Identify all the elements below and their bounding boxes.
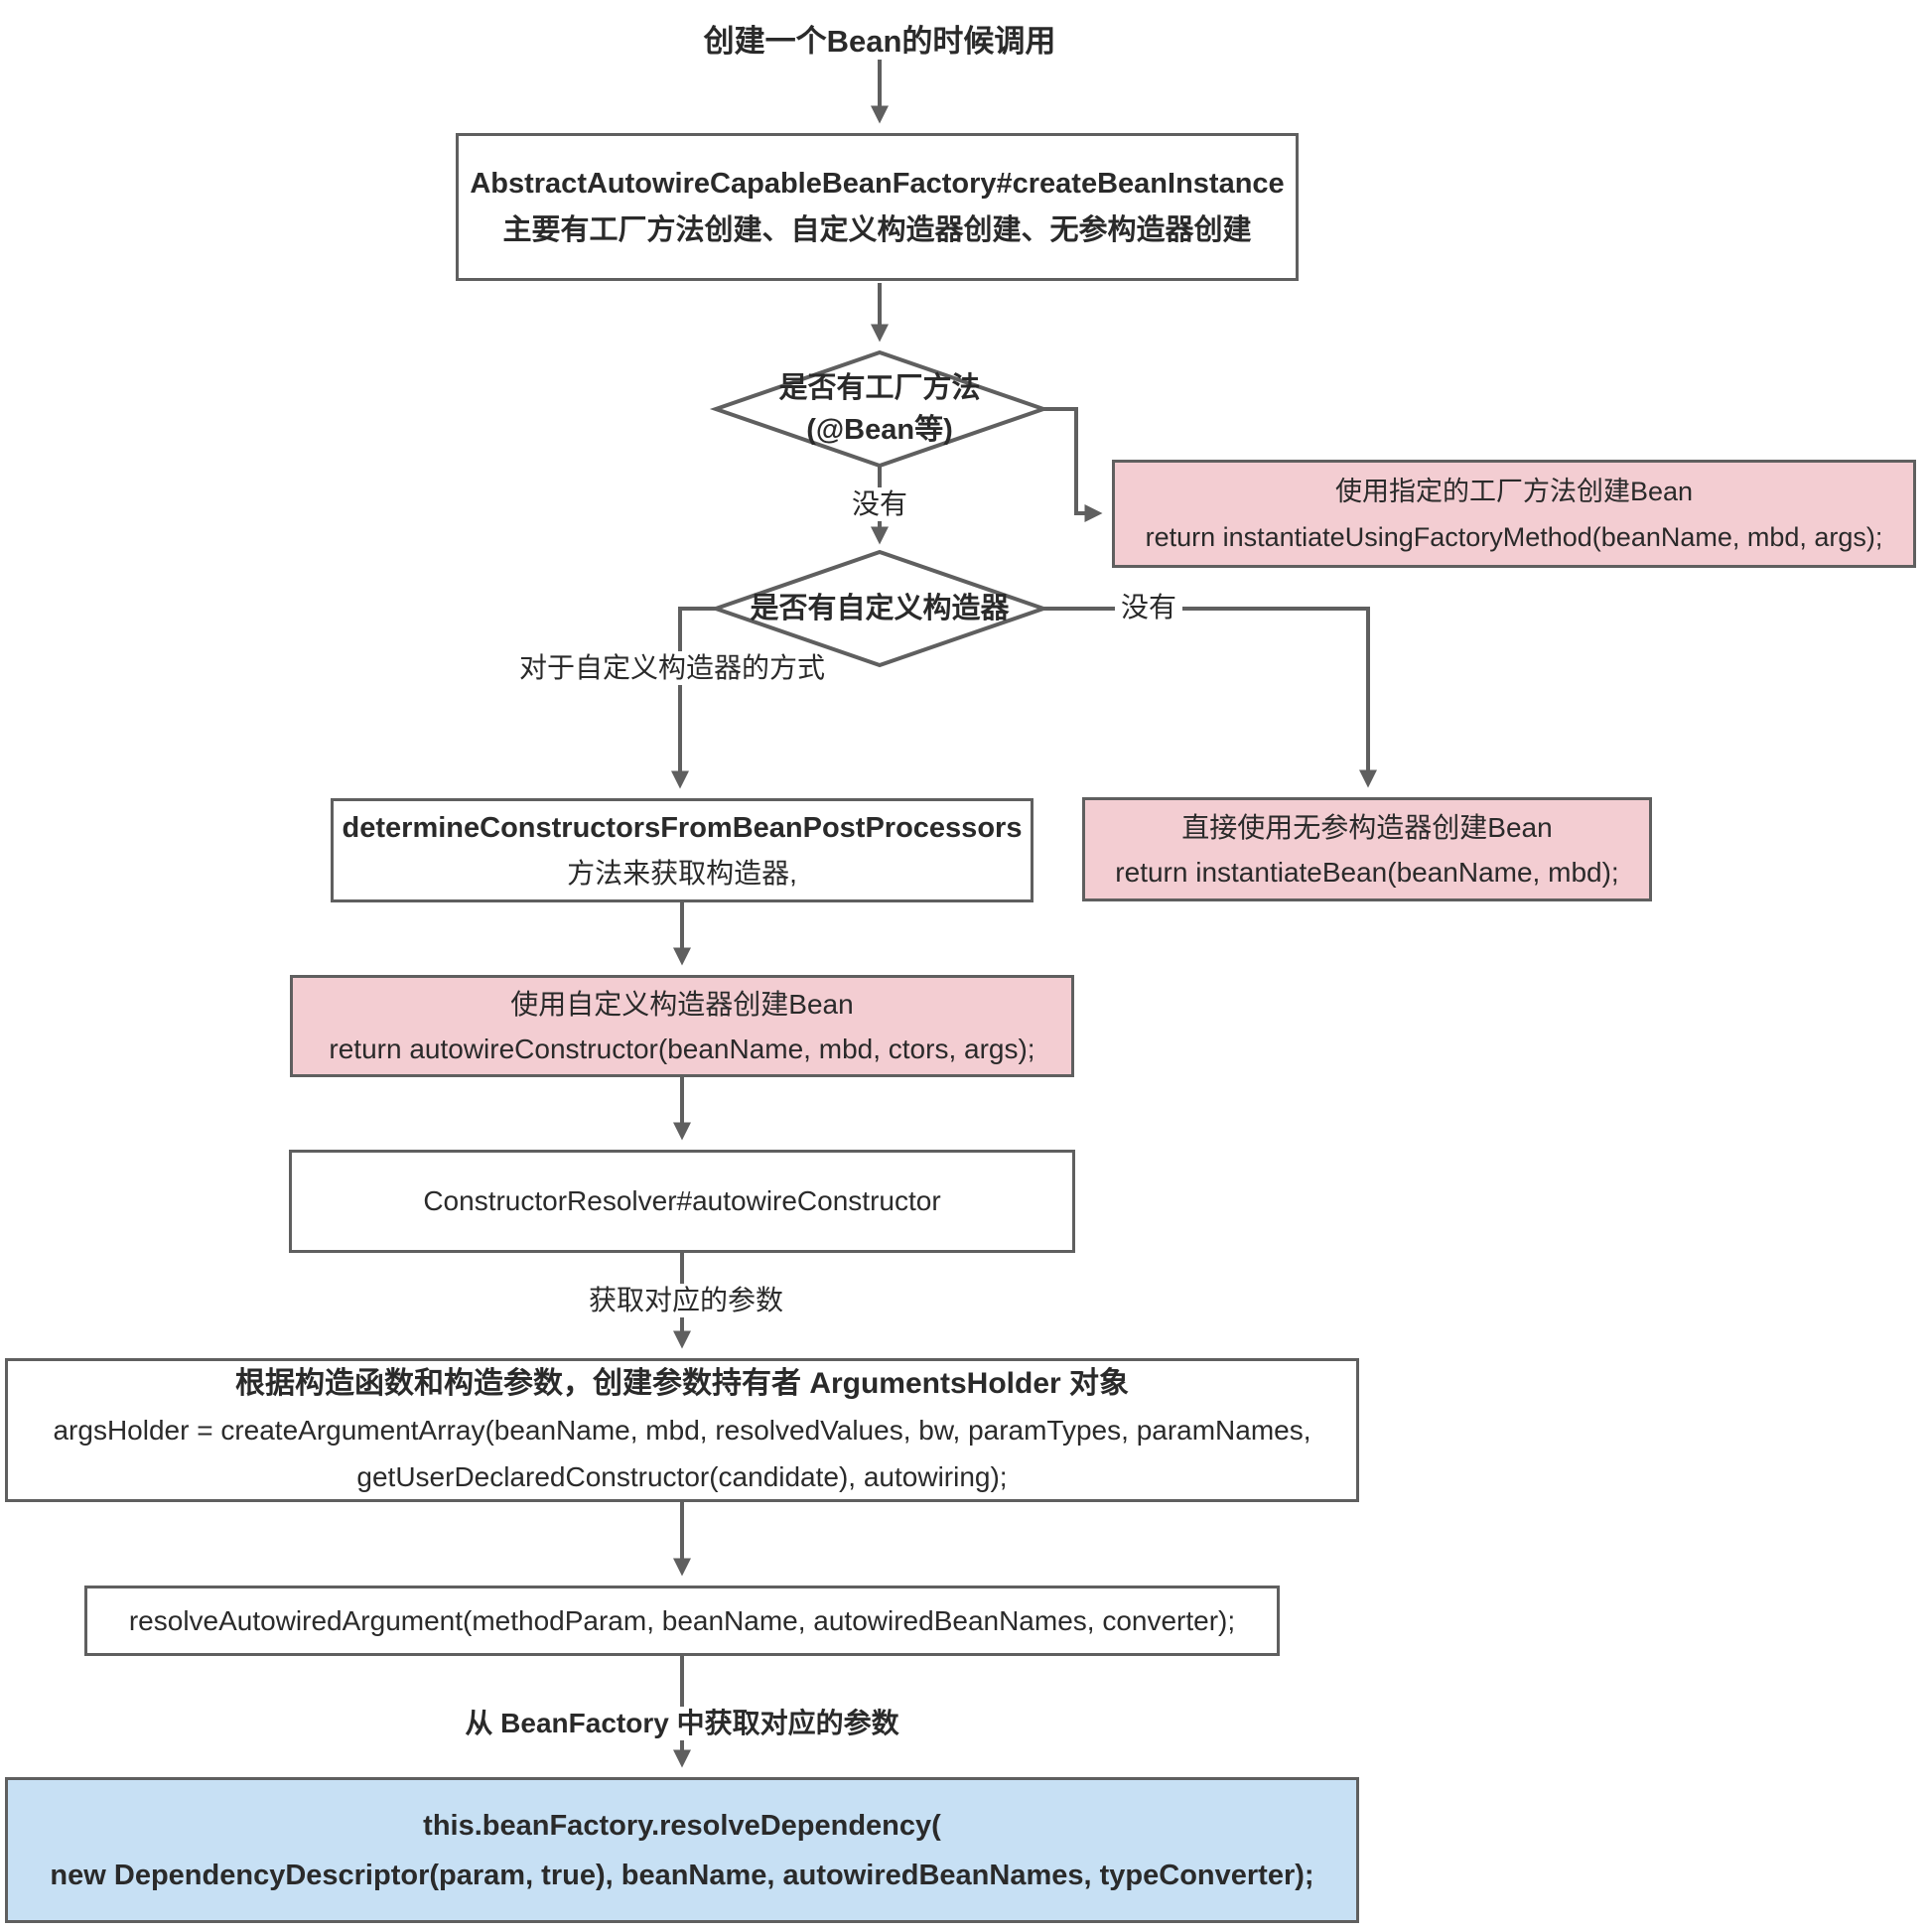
factory-method-create-desc: 使用指定的工厂方法创建Bean: [1334, 476, 1694, 506]
node-determine-constructors: determineConstructorsFromBeanPostProcess…: [331, 798, 1033, 902]
edge-label-no-custom-constructor: 没有: [1114, 591, 1183, 624]
edge-hascustomconstructor-to-noargcreate: [1043, 607, 1377, 788]
node-resolve-autowired-argument: resolveAutowiredArgument(methodParam, be…: [84, 1586, 1280, 1656]
edge-label-custom-constructor-way: 对于自定义构造器的方式: [512, 651, 832, 685]
node-create-bean-instance: AbstractAutowireCapableBeanFactory#creat…: [456, 133, 1299, 281]
diamond-has-custom-constructor: [709, 549, 1050, 668]
node-no-arg-constructor-create: 直接使用无参构造器创建Bean return instantiateBean(b…: [1082, 797, 1652, 901]
factory-method-create-code: return instantiateUsingFactoryMethod(bea…: [1145, 521, 1883, 552]
create-bean-instance-method: AbstractAutowireCapableBeanFactory#creat…: [470, 167, 1285, 200]
has-factory-method-line2: (@Bean等): [806, 414, 953, 446]
node-custom-constructor-create: 使用自定义构造器创建Bean return autowireConstructo…: [290, 975, 1074, 1077]
has-factory-method-line1: 是否有工厂方法: [778, 372, 981, 404]
edge-label-no-factory-method: 没有: [845, 487, 914, 521]
determine-constructors-method: determineConstructorsFromBeanPostProcess…: [342, 811, 1023, 844]
custom-constructor-code: return autowireConstructor(beanName, mbd…: [329, 1033, 1035, 1064]
determine-constructors-desc: 方法来获取构造器,: [567, 857, 797, 889]
diamond-has-factory-method: [709, 349, 1050, 469]
diamond-has-custom-constructor-label: 是否有自定义构造器: [750, 593, 1010, 624]
resolve-dependency-code1: this.beanFactory.resolveDependency(: [423, 1809, 941, 1842]
edge-hascustomconstructor-to-determineconstructors: [671, 607, 716, 789]
no-arg-constructor-code: return instantiateBean(beanName, mbd);: [1115, 856, 1619, 888]
arguments-holder-code2: getUserDeclaredConstructor(candidate), a…: [356, 1461, 1008, 1492]
edge-label-get-params: 获取对应的参数: [582, 1284, 790, 1317]
arguments-holder-code1: argsHolder = createArgumentArray(beanNam…: [53, 1415, 1311, 1446]
edge-label-get-params-from-beanfactory: 从 BeanFactory 中获取对应的参数: [459, 1707, 905, 1740]
custom-constructor-desc: 使用自定义构造器创建Bean: [510, 988, 854, 1020]
create-bean-instance-desc: 主要有工厂方法创建、自定义构造器创建、无参构造器创建: [502, 213, 1252, 246]
diamond-has-factory-method-label: 是否有工厂方法 (@Bean等): [778, 367, 980, 451]
arguments-holder-desc: 根据构造函数和构造参数，创建参数持有者 ArgumentsHolder 对象: [234, 1367, 1130, 1400]
node-arguments-holder: 根据构造函数和构造参数，创建参数持有者 ArgumentsHolder 对象 a…: [5, 1358, 1359, 1502]
node-resolve-dependency: this.beanFactory.resolveDependency( new …: [5, 1777, 1359, 1923]
no-arg-constructor-desc: 直接使用无参构造器创建Bean: [1181, 811, 1553, 843]
edge-hasfactorymethod-to-factorycreate: [1043, 407, 1103, 522]
node-constructor-resolver: ConstructorResolver#autowireConstructor: [289, 1150, 1075, 1253]
flowchart-title: 创建一个Bean的时候调用: [703, 24, 1056, 59]
resolve-dependency-code2: new DependencyDescriptor(param, true), b…: [50, 1859, 1314, 1891]
node-factory-method-create: 使用指定的工厂方法创建Bean return instantiateUsingF…: [1112, 460, 1916, 568]
